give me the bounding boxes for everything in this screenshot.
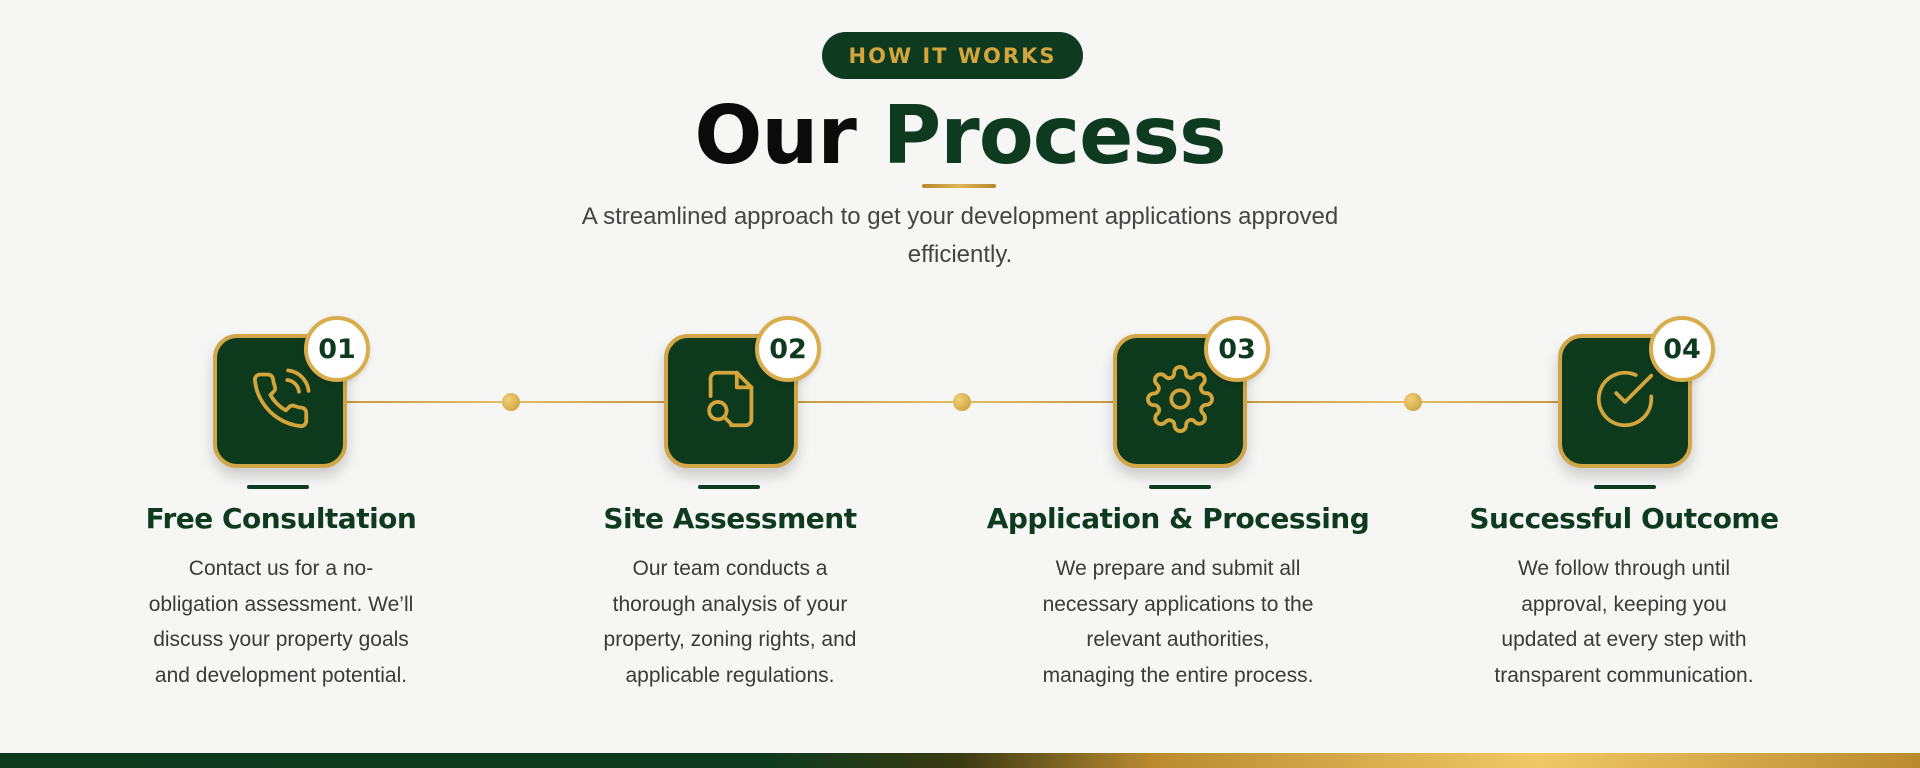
- gear-icon: [1145, 364, 1215, 439]
- phone-icon: [245, 364, 315, 439]
- step-number-badge: 02: [755, 316, 821, 382]
- footer-gradient-band: [0, 753, 1920, 768]
- page-subtitle: A streamlined approach to get your devel…: [581, 203, 1339, 268]
- step-accent-bar: [247, 485, 309, 489]
- process-step-1: 01 Free Consultation Contact us for a no…: [81, 0, 481, 768]
- step-accent-bar: [1149, 485, 1211, 489]
- document-search-icon: [696, 364, 766, 439]
- step-number-badge: 04: [1649, 316, 1715, 382]
- connector-dot-3: [1404, 393, 1422, 411]
- step-accent-bar: [698, 485, 760, 489]
- process-step-4: 04 Successful Outcome We follow through …: [1424, 0, 1824, 768]
- step-title: Free Consultation: [145, 502, 417, 535]
- step-number-badge: 01: [304, 316, 370, 382]
- title-part-2: Process: [882, 89, 1227, 182]
- connector-dot-2: [953, 393, 971, 411]
- step-title: Site Assessment: [603, 502, 857, 535]
- step-description: Contact us for a no-obligation assessmen…: [148, 557, 414, 687]
- step-description: Our team conducts a thorough analysis of…: [603, 557, 857, 687]
- connector-line-3: [1241, 401, 1561, 403]
- step-number-badge: 03: [1204, 316, 1270, 382]
- connector-dot-1: [502, 393, 520, 411]
- process-step-2: 02 Site Assessment Our team conducts a t…: [530, 0, 930, 768]
- step-description: We follow through until approval, keepin…: [1494, 557, 1754, 687]
- process-step-3: 03 Application & Processing We prepare a…: [978, 0, 1378, 768]
- section-badge: HOW IT WORKS: [822, 32, 1083, 79]
- title-underline: [922, 184, 996, 188]
- step-accent-bar: [1594, 485, 1656, 489]
- step-title: Application & Processing: [986, 502, 1370, 535]
- step-description: We prepare and submit all necessary appl…: [1042, 557, 1314, 687]
- check-circle-icon: [1590, 364, 1660, 439]
- title-part-1: Our: [694, 89, 856, 182]
- page-title: Our Process: [0, 88, 1920, 184]
- step-title: Successful Outcome: [1469, 502, 1779, 535]
